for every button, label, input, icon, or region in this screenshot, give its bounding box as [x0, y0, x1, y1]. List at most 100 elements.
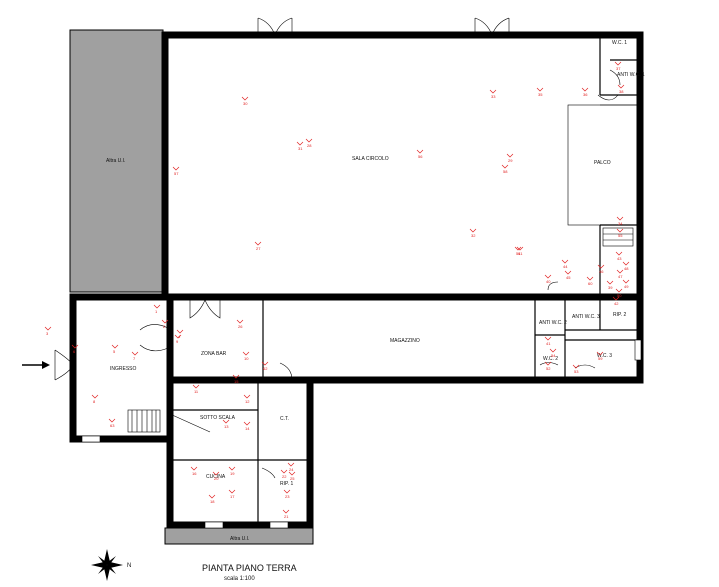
view-arrow-icon: [243, 394, 251, 399]
room-altra-ui-bottom: Altra U.I.: [230, 536, 249, 542]
photo-marker-label: 57: [174, 171, 179, 176]
room-magazzino: MAGAZZINO: [390, 338, 420, 344]
photo-marker-label: 6: [73, 349, 76, 354]
view-arrow-icon: [606, 280, 614, 285]
room-wc1: W.C. 1: [612, 40, 627, 46]
photo-marker: 60: [586, 276, 594, 286]
view-arrow-icon: [597, 264, 605, 269]
photo-marker-label: 39: [608, 285, 613, 290]
view-arrow-icon: [615, 251, 623, 256]
view-arrow-icon: [108, 418, 116, 423]
room-sotto-scala: SOTTO SCALA: [200, 415, 236, 421]
photo-marker: 29: [506, 153, 514, 163]
photo-marker-label: 24: [289, 467, 294, 472]
photo-marker: 43: [615, 251, 623, 261]
photo-marker-label: 48: [624, 266, 629, 271]
photo-marker: 47: [616, 269, 624, 279]
view-arrow-icon: [572, 364, 580, 369]
windows: [81, 339, 642, 529]
photo-marker-label: 9: [176, 339, 179, 344]
photo-marker-label: 27: [256, 246, 261, 251]
photo-marker: 13: [222, 419, 230, 429]
photo-marker: 7: [131, 351, 139, 361]
photo-marker: 18: [208, 494, 216, 504]
photo-marker: 58: [501, 164, 509, 174]
view-arrow-icon: [622, 261, 630, 266]
view-arrow-icon: [131, 351, 139, 356]
view-arrow-icon: [161, 319, 169, 324]
photo-marker: 49: [622, 279, 630, 289]
view-arrow-icon: [544, 361, 552, 366]
room-anti-wc2: ANTI W.C. 2: [539, 320, 567, 326]
view-arrow-icon: [282, 509, 290, 514]
view-arrow-icon: [616, 228, 624, 233]
photo-marker: 35: [536, 87, 544, 97]
photo-marker: 12: [243, 394, 251, 404]
photo-marker-label: 20: [214, 476, 219, 481]
view-arrow-icon: [612, 296, 620, 301]
view-arrow-icon: [296, 141, 304, 146]
view-arrow-icon: [617, 84, 625, 89]
view-arrow-icon: [489, 89, 497, 94]
photo-marker: 17: [228, 489, 236, 499]
photo-marker: 52: [544, 361, 552, 371]
photo-marker-label: 16: [192, 471, 197, 476]
room-wc2: W.C. 2: [543, 356, 558, 362]
view-arrow-icon: [228, 466, 236, 471]
photo-marker-label: 36: [583, 92, 588, 97]
photo-marker: 40: [544, 274, 552, 284]
photo-marker-label: 26: [238, 324, 243, 329]
photo-marker-label: 63: [110, 423, 115, 428]
photo-marker-label: 19: [230, 471, 235, 476]
view-arrow-icon: [190, 466, 198, 471]
room-rip1: RIP. 1: [280, 481, 293, 487]
photo-marker-label: 45: [566, 275, 571, 280]
photo-marker: 1: [153, 304, 161, 314]
photo-marker-label: 29: [508, 158, 513, 163]
photo-marker: 10: [242, 351, 250, 361]
photo-marker-label: 61: [518, 251, 523, 256]
room-ct: C.T.: [280, 416, 289, 422]
room-palco: PALCO: [594, 160, 611, 166]
room-labels: Altra U.I. SALA CIRCOLO PALCO W.C. 1 ANT…: [106, 40, 645, 542]
photo-marker-label: 34: [618, 221, 623, 226]
photo-marker-label: 43: [617, 256, 622, 261]
photo-marker-label: 2: [163, 324, 166, 329]
photo-marker-label: 30: [243, 101, 248, 106]
photo-marker-label: 21: [284, 514, 289, 519]
view-arrow-icon: [176, 329, 184, 334]
view-arrow-icon: [536, 87, 544, 92]
photo-marker: 19: [228, 466, 236, 476]
view-arrow-icon: [622, 279, 630, 284]
photo-marker: 39: [606, 280, 614, 290]
photo-marker-label: 60: [588, 281, 593, 286]
photo-marker-label: 7: [133, 356, 136, 361]
doors: [54, 17, 621, 479]
view-arrow-icon: [501, 164, 509, 169]
compass-rose-icon: N: [91, 549, 131, 581]
view-arrow-icon: [615, 288, 623, 293]
photo-marker-label: 8: [93, 399, 96, 404]
photo-marker-label: 17: [230, 494, 235, 499]
photo-marker: 54: [549, 348, 557, 358]
photo-marker: 50: [615, 288, 623, 298]
photo-marker: 32: [469, 228, 477, 238]
view-arrow-icon: [581, 87, 589, 92]
photo-marker-label: 59: [598, 356, 603, 361]
photo-marker: 23: [283, 489, 291, 499]
plan-scale: scala 1:100: [224, 576, 255, 582]
photo-marker-label: 38: [619, 89, 624, 94]
photo-marker-label: 28: [307, 143, 312, 148]
photo-marker-label: 54: [551, 353, 556, 358]
photo-marker: 25: [288, 471, 296, 481]
photo-marker-label: 51: [516, 251, 521, 256]
staircase: [127, 227, 634, 433]
view-arrow-icon: [228, 489, 236, 494]
view-arrow-icon: [241, 96, 249, 101]
altra-ui-left-area: [69, 29, 164, 293]
interior-walls: [165, 35, 640, 525]
photo-marker-label: 13: [224, 424, 229, 429]
view-arrow-icon: [153, 304, 161, 309]
